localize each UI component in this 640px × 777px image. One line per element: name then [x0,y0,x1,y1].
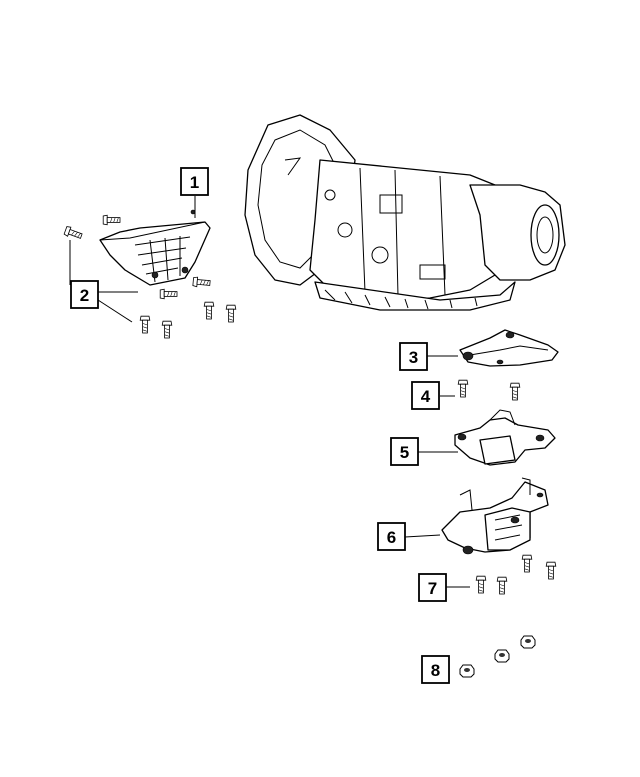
callout-5: 5 [390,437,419,466]
callout-3: 3 [399,342,428,371]
callout-2: 2 [70,280,99,309]
nut-icon [459,635,536,678]
svg-text:1: 1 [190,173,199,192]
svg-text:2: 2 [80,286,89,305]
bolt-icon [457,379,521,401]
svg-text:4: 4 [421,387,431,406]
transmission-mount-bracket-icon [454,409,556,466]
svg-text:3: 3 [409,348,418,367]
crossmember-bracket-icon [459,329,559,367]
svg-text:5: 5 [400,443,409,462]
transmission-mount-icon [441,477,549,555]
svg-text:6: 6 [387,528,396,547]
transmission-assembly-icon [244,114,566,311]
callout-6: 6 [377,522,406,551]
callout-7: 7 [418,573,447,602]
callout-8: 8 [421,655,450,684]
bolt-icon [475,554,557,595]
callout-1: 1 [180,167,209,196]
leader-lines [69,196,470,588]
svg-text:8: 8 [431,661,440,680]
svg-text:7: 7 [428,579,437,598]
callout-4: 4 [411,381,440,410]
transmission-skid-plate-icon [99,209,211,286]
